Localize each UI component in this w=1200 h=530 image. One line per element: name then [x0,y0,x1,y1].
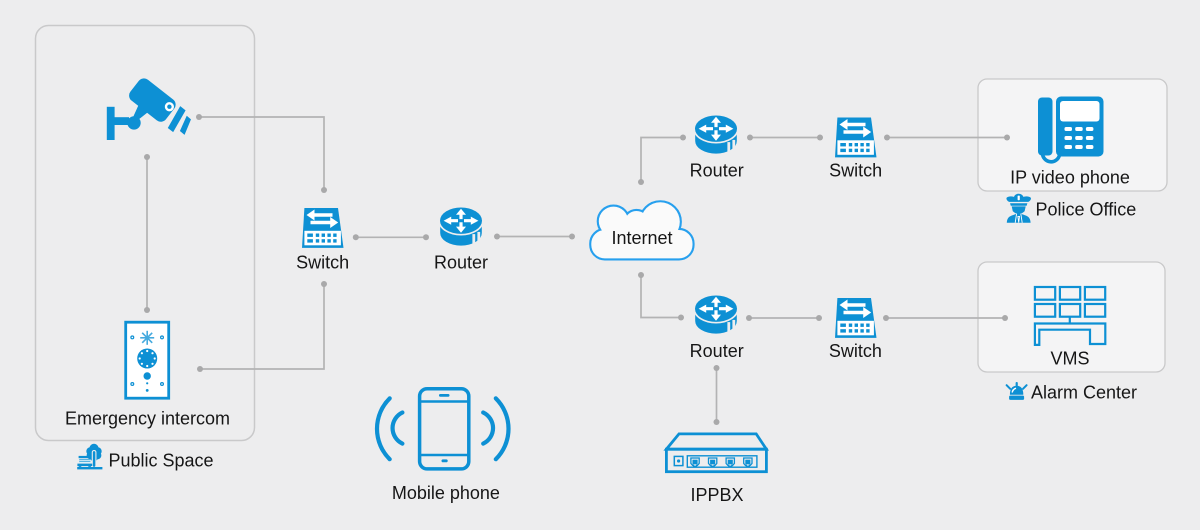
svg-text:Switch: Switch [829,161,882,181]
svg-text:Router: Router [690,161,744,181]
svg-text:Mobile phone: Mobile phone [392,483,500,503]
svg-text:IPPBX: IPPBX [690,485,743,505]
svg-text:Router: Router [690,341,744,361]
svg-text:IP video phone: IP video phone [1010,168,1130,188]
svg-text:VMS: VMS [1050,349,1089,369]
svg-text:Switch: Switch [296,252,349,272]
svg-text:Internet: Internet [611,228,672,248]
svg-text:Switch: Switch [829,341,882,361]
svg-text:Emergency intercom: Emergency intercom [65,408,230,428]
svg-text:Router: Router [434,252,488,272]
svg-text:Police Office: Police Office [1036,200,1137,220]
svg-text:Alarm Center: Alarm Center [1031,383,1137,403]
svg-text:Public Space: Public Space [109,451,214,471]
